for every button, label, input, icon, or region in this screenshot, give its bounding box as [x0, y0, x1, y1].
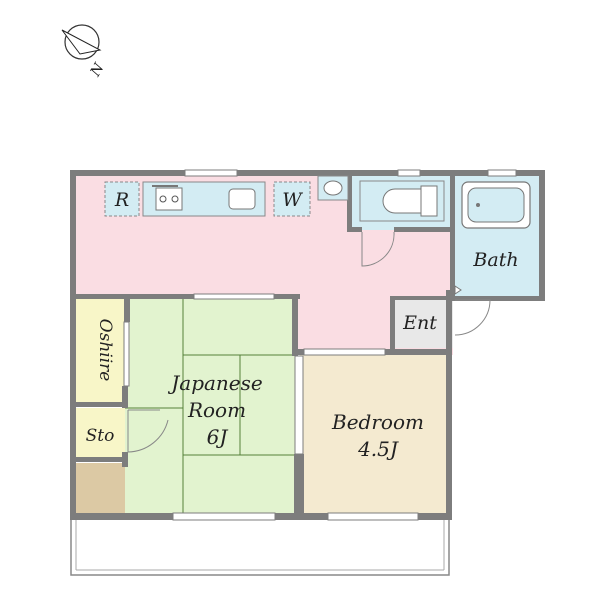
- door-swings: [127, 231, 491, 453]
- storage-floor: [76, 408, 125, 458]
- japanese-room-label-line1: Japanese: [167, 371, 262, 395]
- bedroom-size: 4.5J: [357, 437, 399, 461]
- oshiire-label: Oshiire: [95, 319, 115, 382]
- washer-label: W: [282, 189, 303, 211]
- sink-icon: [228, 188, 256, 210]
- japanese-room-size: 6J: [207, 425, 229, 449]
- stove-icon: [155, 187, 183, 211]
- floor-box: [76, 463, 125, 513]
- compass-north-arrow-icon: N: [61, 24, 108, 80]
- washer-space: [273, 181, 311, 217]
- bath-label: Bath: [472, 249, 518, 271]
- bedroom-label: Bedroom: [331, 410, 424, 434]
- windows: [123, 169, 517, 521]
- entrance-floor: [393, 298, 453, 348]
- kitchen-counter: [142, 181, 266, 217]
- compass-label: N: [87, 60, 108, 80]
- japanese-room-label-line2: Room: [187, 398, 246, 422]
- balcony: [70, 514, 450, 576]
- tatami-lines: [125, 298, 297, 513]
- fridge-label: R: [114, 189, 129, 211]
- toilet-icon: [359, 180, 445, 222]
- japanese-room-floor: [125, 298, 297, 513]
- entrance-label: Ent: [402, 312, 437, 334]
- bathtub-icon: [461, 181, 531, 229]
- bedroom-floor: [300, 355, 448, 513]
- washbasin-icon: [317, 175, 349, 201]
- fridge-space: [104, 181, 140, 217]
- oshiire-floor: [76, 298, 125, 403]
- storage-label: Sto: [86, 426, 115, 446]
